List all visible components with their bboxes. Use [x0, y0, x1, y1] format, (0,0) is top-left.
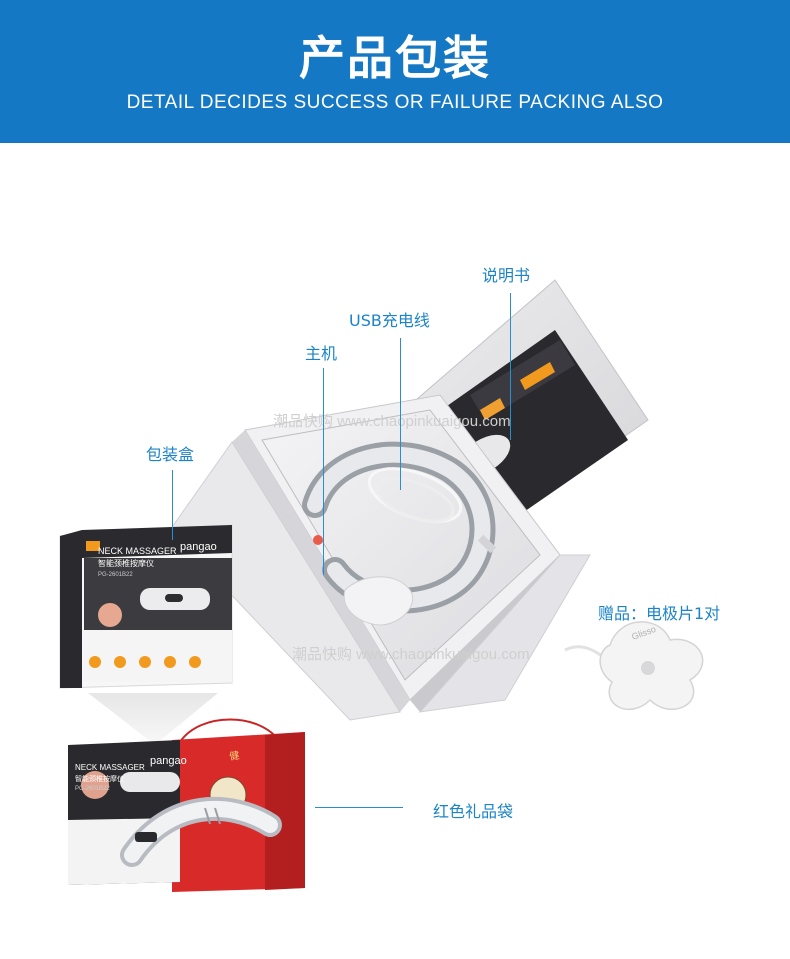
- leader-line-main-unit: [323, 368, 324, 575]
- box-name-en: NECK MASSAGER: [98, 546, 177, 556]
- electrode-pad: Glisso: [564, 621, 704, 711]
- label-main-unit: 主机: [305, 344, 338, 363]
- bag-box-name-cn: 智能颈椎按摩仪: [75, 774, 124, 783]
- label-usb-cable: USB充电线: [349, 311, 430, 330]
- package-box-image: NECK MASSAGER 智能颈椎按摩仪 PG-2601B22 pangao: [59, 524, 233, 689]
- main-unit-massager: [302, 441, 497, 626]
- box-model: PG-2601B22: [98, 572, 133, 578]
- svg-text:健: 健: [228, 749, 240, 763]
- page-subtitle: DETAIL DECIDES SUCCESS OR FAILURE PACKIN…: [126, 92, 664, 113]
- leader-line-manual: [510, 293, 511, 440]
- watermark-middle: 潮品快购 www.chaopinkuaigou.com: [292, 646, 530, 663]
- bag-box-name-en: NECK MASSAGER: [75, 763, 145, 772]
- box-name-cn: 智能颈椎按摩仪: [98, 558, 154, 568]
- leader-line-usb-cable: [400, 338, 401, 490]
- leader-line-package-box: [172, 470, 173, 540]
- leader-line-red-bag: [315, 807, 403, 808]
- page-title: 产品包装: [299, 31, 491, 85]
- bag-box-brand: pangao: [150, 755, 187, 767]
- open-box: [169, 279, 649, 721]
- box-brand: pangao: [180, 541, 217, 553]
- label-package-box: 包装盒: [146, 445, 195, 464]
- header-banner: 产品包装 DETAIL DECIDES SUCCESS OR FAILURE P…: [0, 0, 790, 143]
- red-gift-bag-image: 健 pangao NECK MASSAGER 智能颈椎按摩仪 PG-2601B2…: [68, 718, 305, 892]
- down-arrow: [88, 693, 218, 745]
- label-red-bag: 红色礼品袋: [433, 802, 514, 821]
- watermark-top: 潮品快购 www.chaopinkuaigou.com: [273, 413, 511, 430]
- bag-box-model: PG-2601B22: [75, 786, 110, 792]
- label-manual: 说明书: [482, 266, 531, 285]
- label-gift: 赠品：电极片1对: [598, 604, 721, 623]
